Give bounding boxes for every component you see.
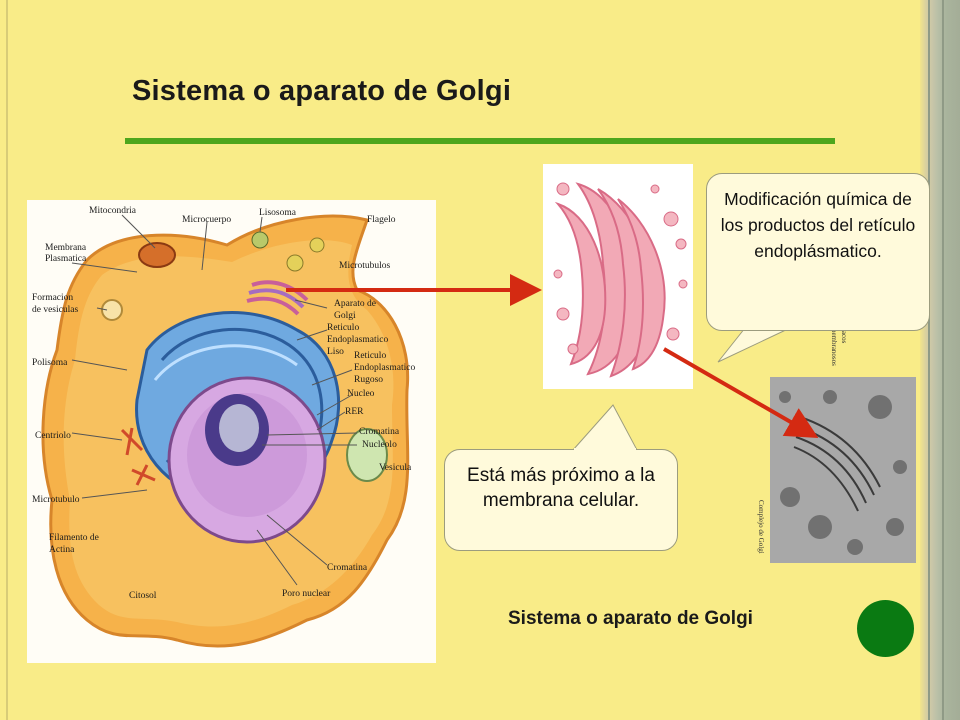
bubble-top-tail — [717, 327, 791, 363]
label-poro-nuclear: Poro nuclear — [282, 589, 331, 599]
label-reticulo-liso-3: Liso — [327, 347, 344, 357]
caption: Sistema o aparato de Golgi — [508, 608, 753, 629]
label-centriolo: Centriolo — [35, 431, 71, 441]
callout-modification: Modificación química de los productos de… — [706, 173, 930, 331]
label-microtubulos: Microtubulos — [339, 261, 390, 271]
em-label-sacos: Sacos membranosos — [830, 327, 848, 366]
arrow-to-micrograph — [663, 347, 819, 438]
title-rule — [125, 138, 835, 144]
label-complejo-de-golgi: Complejo de Golgi — [757, 500, 765, 554]
label-cromatina-2: Cromatina — [327, 563, 368, 573]
vesicle — [101, 299, 123, 321]
leader-lines — [71, 214, 358, 586]
label-reticulo-liso-2: Endoplasmatico — [327, 335, 388, 345]
callout-modification-text: Modificación química de los productos de… — [720, 189, 916, 261]
label-de-vesiculas: de vesiculas — [32, 305, 78, 315]
mitochondrion — [138, 242, 176, 268]
label-microcuerpo: Microcuerpo — [182, 215, 231, 225]
right-frame — [920, 0, 960, 720]
centriole — [120, 427, 156, 486]
tail-joint — [746, 326, 789, 330]
em-label-complejo: Complejo de Golgi — [757, 500, 765, 554]
label-nucleo: Nucleo — [347, 389, 375, 399]
bubble-bottom-tail — [571, 404, 638, 451]
label-membranosos: membranosos — [830, 327, 838, 366]
label-filamento: Filamento de — [49, 533, 99, 543]
label-plasmatica: Plasmatica — [45, 254, 87, 264]
label-cromatina: Cromatina — [359, 427, 400, 437]
label-vesicula: Vesicula — [379, 463, 412, 473]
cell-illustration: Mitocondria Microcuerpo Lisosoma Flagelo… — [32, 206, 415, 648]
cell-diagram: Mitocondria Microcuerpo Lisosoma Flagelo… — [27, 200, 436, 663]
electron-micrograph — [770, 377, 916, 563]
label-flagelo: Flagelo — [367, 215, 396, 225]
tail-joint — [574, 448, 636, 452]
slide-title: Sistema o aparato de Golgi — [132, 75, 512, 107]
label-aparato-de: Aparato de — [334, 299, 376, 309]
label-reticulo-rugoso-1: Reticulo — [354, 351, 386, 361]
label-actina: Actina — [49, 545, 75, 555]
left-frame-line — [6, 0, 8, 720]
label-mitocondria: Mitocondria — [89, 206, 137, 216]
green-dot[interactable] — [857, 600, 914, 657]
label-sacos: Sacos — [840, 327, 848, 344]
label-reticulo-liso-1: Reticulo — [327, 323, 359, 333]
label-microtubulo: Microtubulo — [32, 495, 80, 505]
frame-line — [942, 0, 944, 720]
callout-proximity-text: Está más próximo a la membrana celular. — [467, 465, 655, 511]
label-formacion: Formacion — [32, 293, 73, 303]
label-reticulo-rugoso-2: Endoplasmatico — [354, 363, 415, 373]
label-rer: RER — [345, 407, 364, 417]
frame-line — [928, 0, 930, 720]
label-golgi: Golgi — [334, 311, 356, 321]
callout-proximity: Está más próximo a la membrana celular. — [444, 449, 678, 551]
golgi-3d-image — [553, 182, 688, 378]
label-citosol: Citosol — [129, 591, 157, 601]
label-nucleolo: Nucleolo — [362, 440, 397, 450]
label-reticulo-rugoso-3: Rugoso — [354, 375, 383, 385]
mitochondrion — [346, 428, 388, 482]
label-polisoma: Polisoma — [32, 358, 68, 368]
label-lisosoma: Lisosoma — [259, 208, 297, 218]
label-membrana: Membrana — [45, 243, 87, 253]
golgi-apparatus — [246, 280, 309, 316]
